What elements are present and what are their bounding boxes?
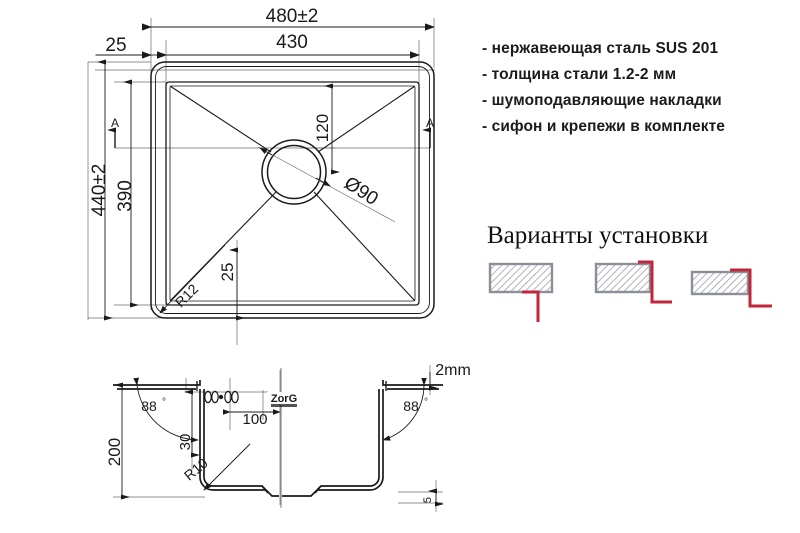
section-view-group <box>113 365 444 512</box>
sink-outer-outline <box>150 61 435 319</box>
label-top-step: 30 <box>177 434 194 451</box>
angle-arcs <box>133 377 427 443</box>
variants-title: Варианты установки <box>487 222 709 249</box>
drain-inner-circle <box>266 144 322 200</box>
label-left-flange: 25 <box>105 35 126 56</box>
variant-undermount-icon <box>488 262 554 322</box>
sink-bowl-opening-inner <box>169 85 416 302</box>
variant-undermount[interactable] <box>482 256 582 326</box>
spec-item-pads: - шумоподавляющие накладки <box>482 92 722 109</box>
section-witness-lines <box>113 365 443 512</box>
spec-item-siphon: - сифон и крепежи в комплекте <box>482 118 726 135</box>
brand-logo-text: ZorG <box>271 393 297 405</box>
variant-overmount[interactable] <box>688 256 788 326</box>
label-bottom-radius: R10 <box>181 455 211 484</box>
spec-item-material: - нержавеющая сталь SUS 201 <box>482 40 719 57</box>
label-angle-right: 88 <box>403 398 419 414</box>
label-corner-radius: R12 <box>172 281 202 311</box>
label-drain-diameter: Ø90 <box>340 173 382 210</box>
label-overall-height: 440±2 <box>89 164 110 217</box>
label-bowl-width: 430 <box>276 32 308 53</box>
sink-outer-outline-inner <box>155 66 430 314</box>
sink-bowl-opening <box>165 81 420 306</box>
label-overall-width: 480±2 <box>266 6 319 27</box>
label-angle-left-degree: ° <box>162 397 166 408</box>
dim-corner-radius <box>159 244 226 314</box>
label-bowl-height: 390 <box>115 180 136 212</box>
top-view-witness-lines <box>87 18 435 345</box>
label-section-marker-left: A <box>111 116 119 130</box>
label-section-marker-right: A <box>426 116 434 130</box>
dim-drain-diameter <box>257 146 396 223</box>
label-drain-from-top: 120 <box>313 114 332 142</box>
bowl-slope-lines <box>169 85 416 302</box>
variants-row <box>482 256 794 326</box>
label-rim-thickness: 2mm <box>435 362 471 379</box>
top-view-group <box>87 18 435 345</box>
label-angle-left: 88 <box>141 398 157 414</box>
label-angle-right-degree: ° <box>424 397 428 408</box>
label-section-depth: 200 <box>105 438 124 466</box>
variant-flushmount-icon <box>594 260 672 304</box>
spec-item-thickness: - толщина стали 1.2-2 мм <box>482 66 677 83</box>
label-base-lip: 5 <box>422 497 434 503</box>
brand-logo: ZorG <box>267 392 301 407</box>
label-overflow-offset: 100 <box>242 411 267 428</box>
drain-outer-circle <box>261 139 327 205</box>
variant-overmount-icon <box>690 268 772 308</box>
specifications-list: - нержавеющая сталь SUS 201 - толщина ст… <box>482 36 792 140</box>
dim-bottom-radius <box>203 443 251 491</box>
overflow-holes-symbol <box>204 390 239 404</box>
variant-flushmount[interactable] <box>588 256 688 326</box>
label-bottom-offset: 25 <box>218 263 237 282</box>
